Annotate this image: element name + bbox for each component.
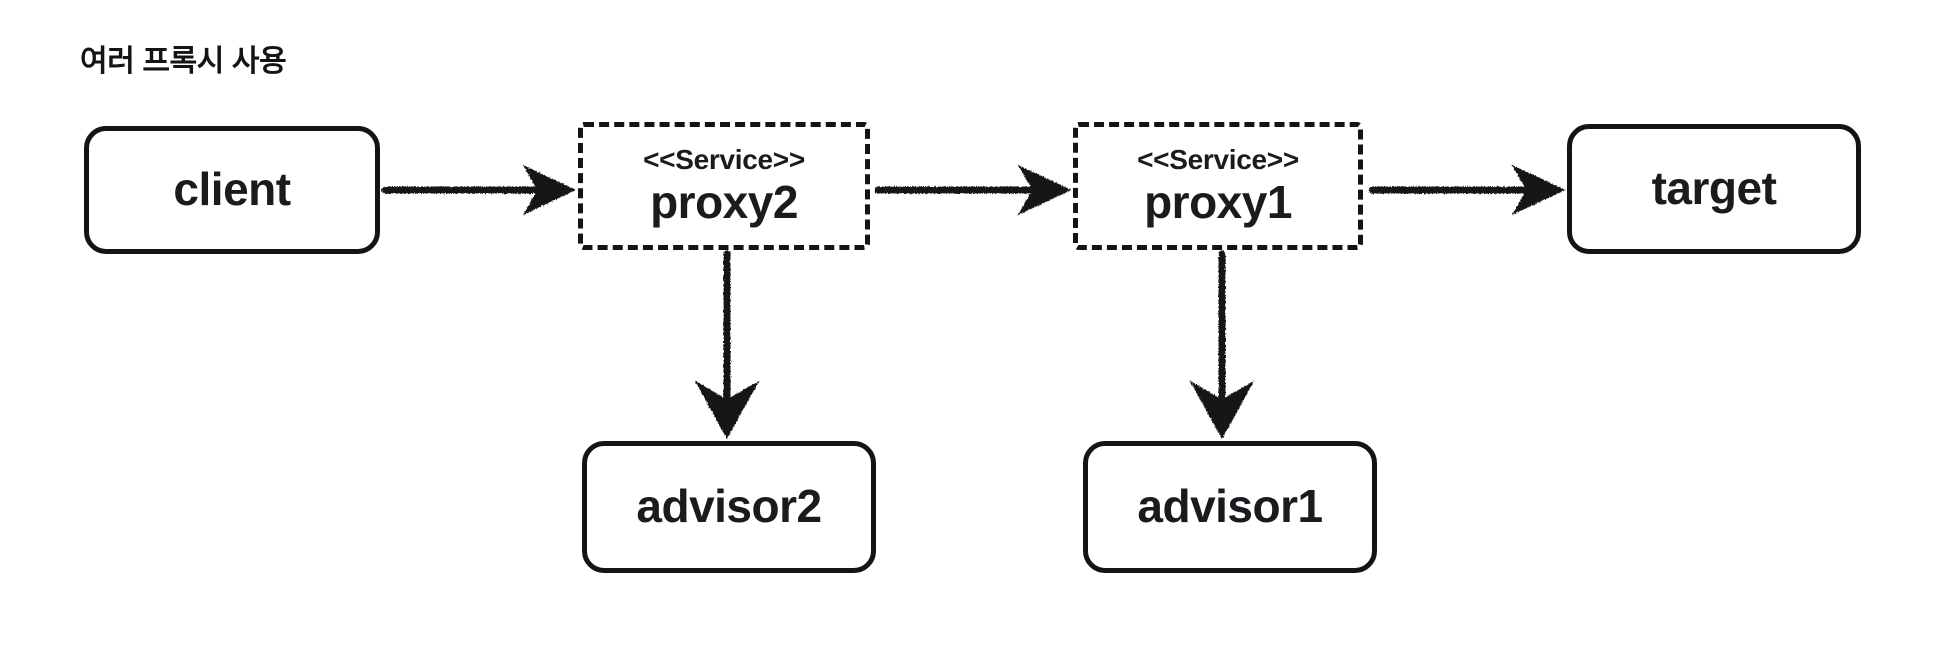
node-proxy1[interactable]: <<Service>> proxy1 — [1073, 122, 1363, 250]
node-proxy2[interactable]: <<Service>> proxy2 — [578, 122, 870, 250]
edge-proxy2-to-advisor2 — [694, 250, 760, 440]
node-proxy2-label: proxy2 — [650, 175, 798, 228]
node-target[interactable]: target — [1567, 124, 1861, 254]
node-target-label: target — [1651, 162, 1777, 215]
edge-proxy2-to-proxy1 — [874, 164, 1072, 216]
node-advisor1-label: advisor1 — [1137, 480, 1323, 533]
node-client-label: client — [173, 163, 291, 216]
edge-proxy1-to-target — [1368, 164, 1566, 216]
node-client[interactable]: client — [84, 126, 380, 254]
edge-proxy1-to-advisor1 — [1189, 250, 1255, 440]
node-proxy1-stereotype: <<Service>> — [1137, 143, 1299, 175]
node-proxy1-label: proxy1 — [1144, 175, 1292, 228]
edge-client-to-proxy2 — [381, 164, 577, 216]
node-advisor2[interactable]: advisor2 — [582, 441, 876, 573]
node-advisor2-label: advisor2 — [636, 480, 822, 533]
node-proxy2-stereotype: <<Service>> — [643, 143, 805, 175]
diagram-title: 여러 프록시 사용 — [80, 45, 287, 78]
node-advisor1[interactable]: advisor1 — [1083, 441, 1377, 573]
